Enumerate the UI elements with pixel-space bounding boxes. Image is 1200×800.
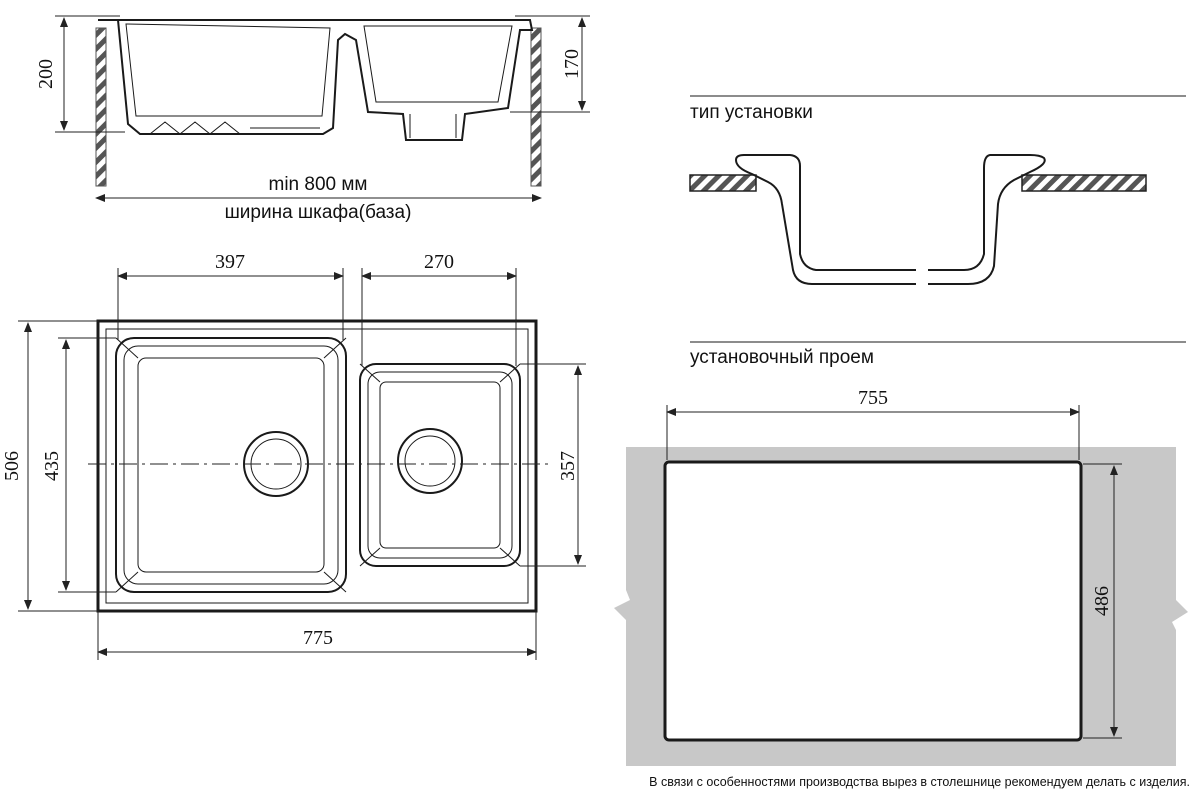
dim-200-label: 200 <box>35 59 57 89</box>
sink-rim-inner <box>105 328 529 604</box>
section-view: 200 170 min 800 мм ширина шкафа(база) <box>35 15 590 223</box>
sink-section-left <box>734 154 916 285</box>
dim-506-label: 506 <box>1 451 23 481</box>
dim-755-label: 755 <box>858 387 888 409</box>
large-bowl-outer <box>115 337 347 593</box>
sink-outer-rim <box>96 319 538 613</box>
dim-170-label: 170 <box>561 49 583 79</box>
large-bowl-inner <box>123 345 339 585</box>
sink-profile-inner-large <box>125 23 331 117</box>
sink-section-right <box>928 154 1046 285</box>
dim-775-label: 775 <box>303 627 333 649</box>
small-bowl-drain-icon <box>397 428 463 494</box>
dim-397-label: 397 <box>215 251 245 273</box>
sink-profile-inner-small <box>363 25 513 103</box>
install-type-section: тип установки <box>689 95 1186 285</box>
cutout-title: установочный проем <box>690 347 874 368</box>
small-bowl-outer <box>359 363 521 567</box>
dim-435-label: 435 <box>41 451 63 481</box>
countertop-right <box>1021 174 1147 192</box>
cutout-opening <box>663 460 1083 742</box>
small-bowl-floor <box>379 381 501 549</box>
dim-357-label: 357 <box>557 451 579 481</box>
sink-profile-drain <box>409 114 457 138</box>
min-width-label: min 800 мм <box>269 174 368 195</box>
cutout-section: установочный проем 755 486 <box>614 341 1188 766</box>
cabinet-width-label: ширина шкафа(база) <box>225 202 412 223</box>
plan-view: 397 270 506 435 357 775 <box>1 251 586 660</box>
cabinet-wall-right <box>530 27 542 187</box>
sink-ribs <box>149 121 320 135</box>
countertop-left <box>689 174 757 192</box>
sink-profile-outer <box>98 19 534 141</box>
large-bowl-floor <box>137 357 325 573</box>
small-bowl-inner <box>367 371 513 559</box>
install-type-title: тип установки <box>690 102 813 123</box>
dim-270-label: 270 <box>424 251 454 273</box>
dim-486-label: 486 <box>1091 586 1113 616</box>
cabinet-wall-left <box>95 27 107 187</box>
footnote: В связи с особенностями производства выр… <box>649 775 1190 789</box>
